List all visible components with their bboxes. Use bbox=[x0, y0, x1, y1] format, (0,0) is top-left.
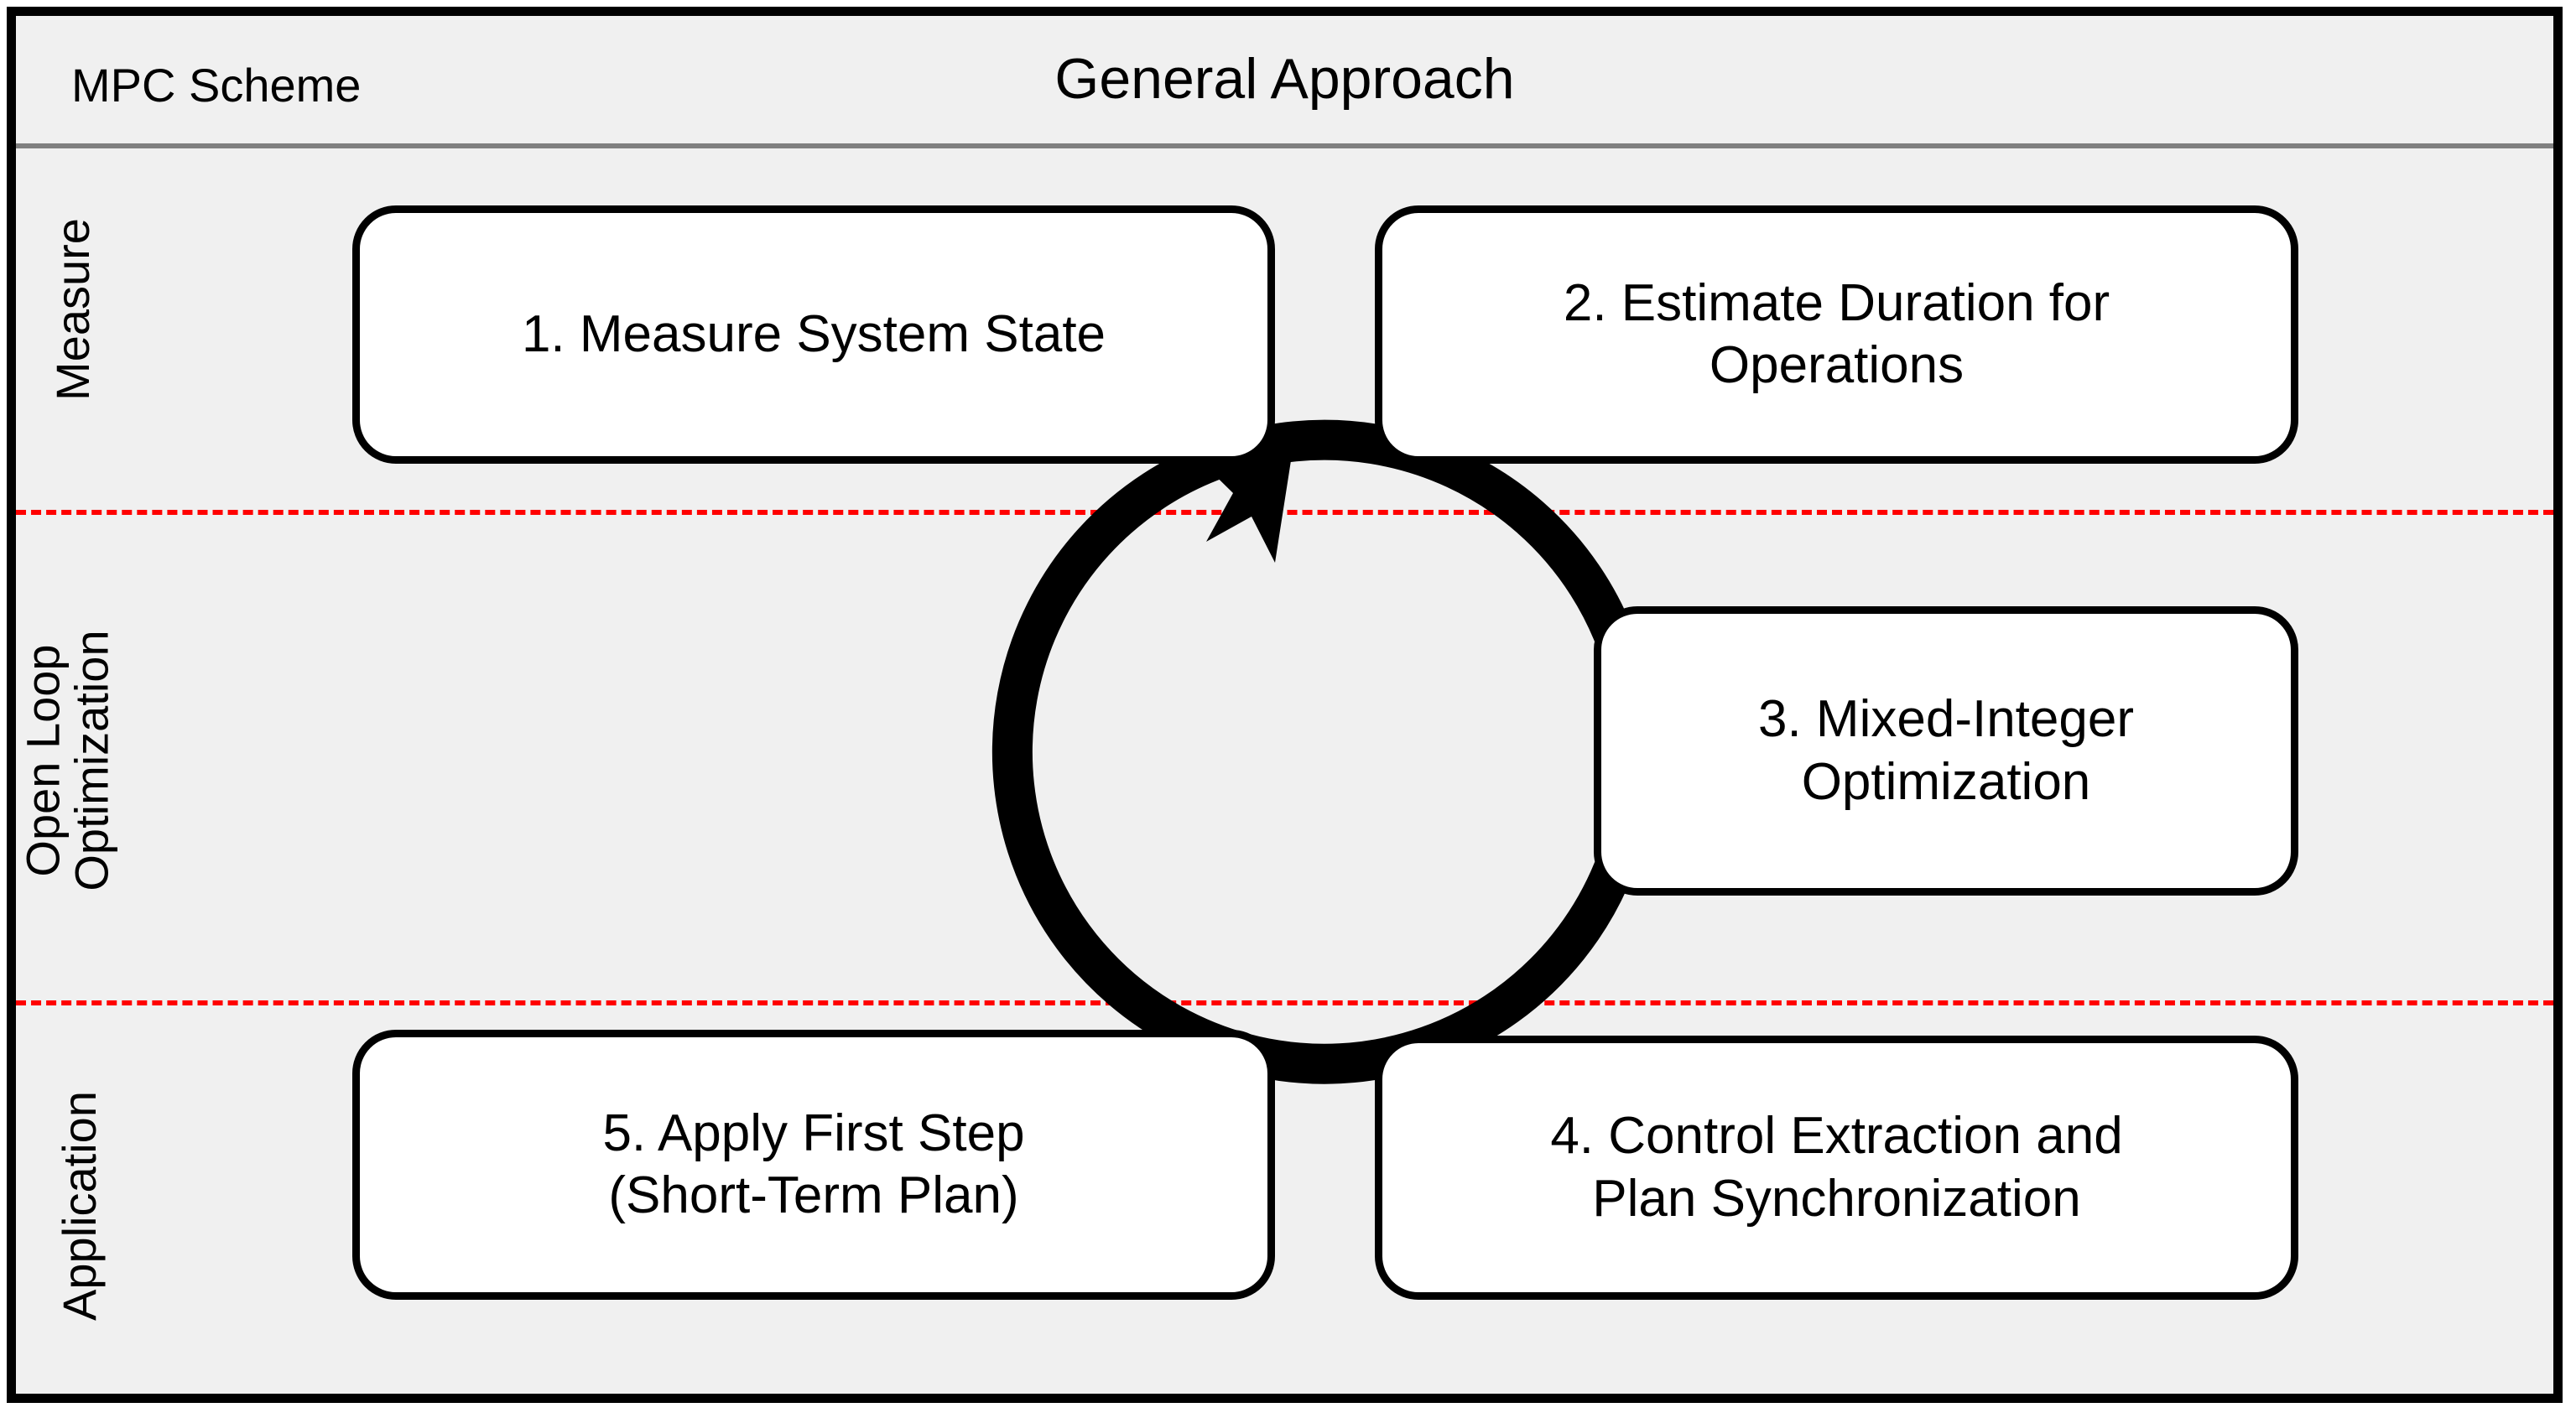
page-title: General Approach bbox=[1054, 47, 1515, 111]
lane-divider-optimization-application bbox=[16, 1000, 2553, 1005]
lane-label-measure: Measure bbox=[46, 218, 99, 401]
process-box-3[interactable]: 3. Mixed-Integer Optimization bbox=[1594, 606, 2298, 896]
process-box-4[interactable]: 4. Control Extraction and Plan Synchroni… bbox=[1375, 1036, 2298, 1300]
header-divider bbox=[16, 143, 2553, 148]
cycle-arrow-icon bbox=[991, 419, 1636, 1084]
lane-label-application: Application bbox=[53, 1091, 106, 1321]
mpc-scheme-label: MPC Scheme bbox=[71, 59, 362, 112]
header-band: MPC Scheme General Approach bbox=[16, 16, 2553, 146]
process-box-1[interactable]: 1. Measure System State bbox=[352, 205, 1275, 464]
lane-label-open-loop-optimization: Open Loop Optimization bbox=[16, 630, 118, 891]
process-box-5[interactable]: 5. Apply First Step (Short-Term Plan) bbox=[352, 1030, 1275, 1300]
lane-divider-measure-optimization bbox=[16, 510, 2553, 515]
process-box-2[interactable]: 2. Estimate Duration for Operations bbox=[1375, 205, 2298, 464]
